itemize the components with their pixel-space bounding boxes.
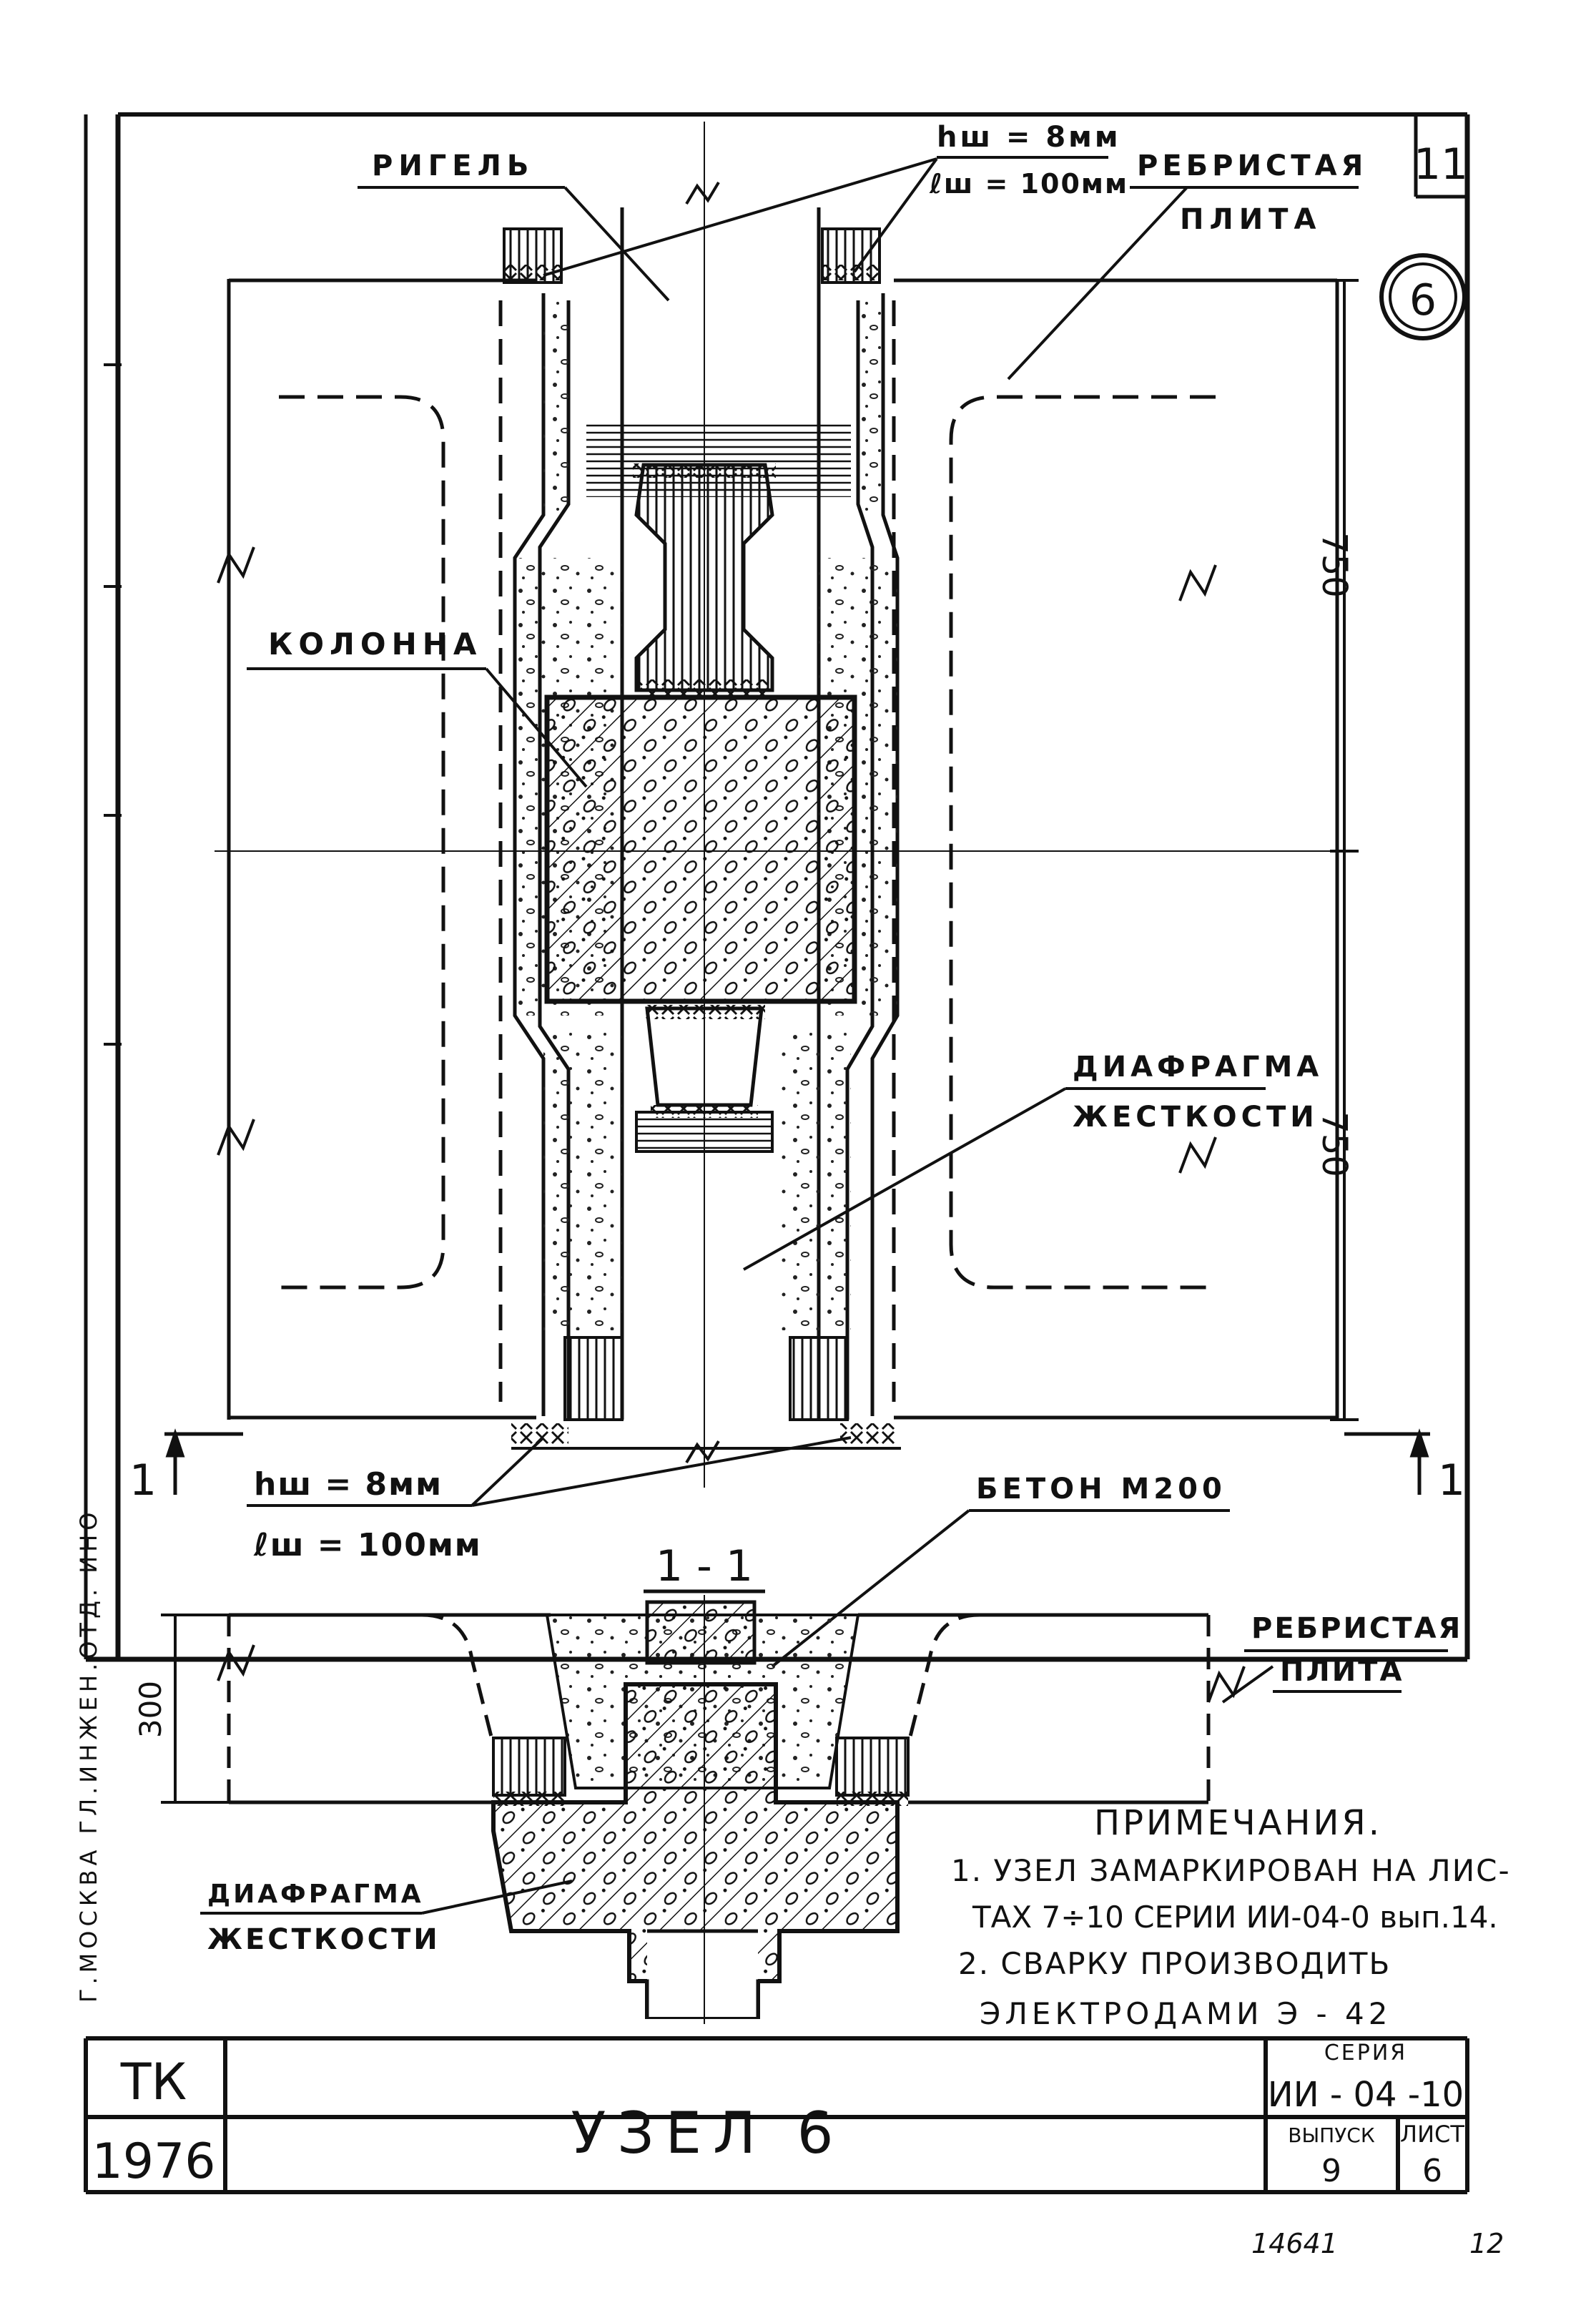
label-ribbed-plate-top-1: РЕБРИСТАЯ — [1137, 149, 1367, 182]
dimension-section-height: 300 — [133, 1681, 168, 1738]
dimension-line: 750 750 — [1314, 279, 1359, 1421]
sheet-label: ЛИСТ — [1400, 2121, 1464, 2148]
label-rigel: РИГЕЛЬ — [372, 149, 534, 182]
sheet-number-box: 11 — [1414, 114, 1468, 199]
node-mark-circle: 6 — [1379, 253, 1467, 340]
series-label: СЕРИЯ — [1324, 2040, 1407, 2066]
section-1-1: 1 - 1 — [133, 1541, 1462, 2024]
notes-line-2: ТАХ 7÷10 СЕРИИ ИИ-04-0 вып.14. — [972, 1900, 1498, 1935]
side-stamp: Г.МОСКВА ГЛ.ИНЖЕН.ОТД. ИНО — [75, 1508, 102, 2003]
label-weld-bottom-h: hш = 8мм — [254, 1466, 443, 1503]
section-mark-left: 1 — [129, 1455, 157, 1506]
label-weld-top-l: ℓш = 100мм — [929, 168, 1128, 200]
node-circle-label: 6 — [1409, 275, 1437, 325]
sheet-corner-number: 11 — [1414, 139, 1468, 190]
section-title: 1 - 1 — [656, 1541, 753, 1591]
section-cut-marks — [164, 1428, 1430, 1495]
notes-line-1: 1. УЗЕЛ ЗАМАРКИРОВАН НА ЛИС- — [951, 1853, 1511, 1888]
footer-page-number: 12 — [1469, 2228, 1504, 2259]
plan-labels: РИГЕЛЬ hш = 8мм ℓш = 100мм РЕБРИСТАЯ ПЛИ… — [247, 121, 1367, 1668]
bottom-weld-blocks — [511, 1336, 901, 1450]
title-org: ТК — [120, 2053, 187, 2111]
notes: ПРИМЕЧАНИЯ. 1. УЗЕЛ ЗАМАРКИРОВАН НА ЛИС-… — [951, 1803, 1511, 2031]
label-diaphragm-section-1: ДИАФРАГМА — [207, 1880, 424, 1909]
dimension-upper: 750 — [1314, 532, 1354, 598]
label-ribbed-plate-section-1: РЕБРИСТАЯ — [1251, 1612, 1462, 1645]
sheet-frame — [84, 112, 1470, 1662]
notes-line-3: 2. СВАРКУ ПРОИЗВОДИТЬ — [958, 1946, 1391, 1981]
title-main: УЗЕЛ 6 — [571, 2100, 844, 2166]
series-value: ИИ - 04 -10 — [1268, 2075, 1464, 2115]
top-weld-blocks — [503, 227, 881, 284]
dimension-lower: 750 — [1314, 1111, 1354, 1177]
title-block: ТК 1976 УЗЕЛ 6 СЕРИЯ ИИ - 04 -10 ВЫПУСК … — [84, 2036, 1469, 2194]
label-weld-bottom-l: ℓш = 100мм — [253, 1527, 482, 1563]
rigel-element — [586, 422, 851, 695]
label-ribbed-plate-top-2: ПЛИТА — [1180, 203, 1321, 236]
notes-line-4: ЭЛЕКТРОДАМИ Э - 42 — [980, 1996, 1391, 2031]
issue-value: 9 — [1321, 2153, 1341, 2189]
sheet-value: 6 — [1422, 2153, 1442, 2189]
section-mark-right: 1 — [1438, 1455, 1465, 1506]
axis-lines — [215, 122, 1344, 1488]
issue-label: ВЫПУСК — [1288, 2123, 1375, 2147]
plan-view: 750 750 1 1 — [129, 122, 1465, 1506]
label-concrete: БЕТОН М200 — [976, 1473, 1226, 1506]
break-marks — [217, 181, 1217, 1464]
label-ribbed-plate-section-2: ПЛИТА — [1280, 1655, 1404, 1688]
title-year: 1976 — [92, 2133, 215, 2190]
label-diaphragm-1: ДИАФРАГМА — [1073, 1051, 1323, 1084]
ribbed-plate-outlines — [227, 278, 1339, 1420]
label-weld-top-h: hш = 8мм — [937, 121, 1121, 154]
label-diaphragm-2: ЖЕСТКОСТИ — [1073, 1101, 1319, 1134]
footer-archive-number: 14641 — [1251, 2228, 1338, 2259]
label-diaphragm-section-2: ЖЕСТКОСТИ — [207, 1923, 440, 1956]
notes-title: ПРИМЕЧАНИЯ. — [1094, 1803, 1382, 1843]
label-column: КОЛОННА — [268, 627, 482, 662]
column-core — [544, 694, 857, 1004]
